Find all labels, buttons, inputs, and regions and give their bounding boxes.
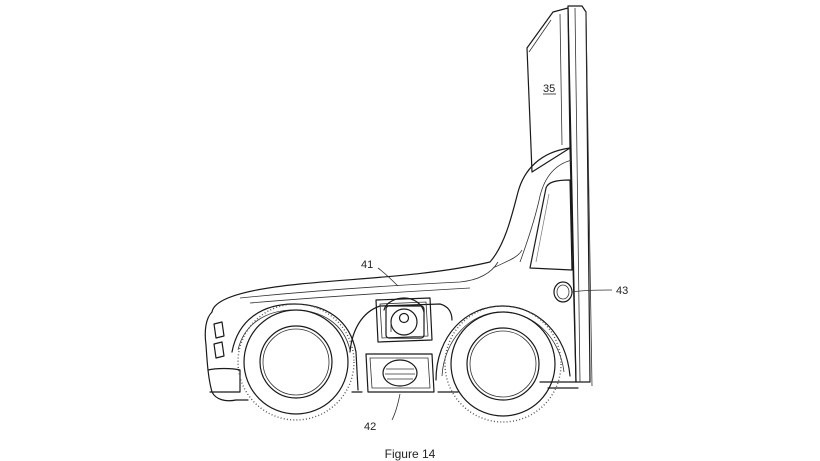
label-41: 41 [361,259,373,271]
label-43: 43 [616,285,628,297]
label-42: 42 [364,421,376,433]
storage-door [365,353,435,393]
label-35: 35 [543,83,555,95]
front-wheel [237,303,355,421]
leader-41 [377,267,399,287]
rear-wheel [444,305,562,423]
hood-compartment [375,297,433,343]
figure-caption: Figure 14 [384,447,436,461]
leader-42 [391,393,401,421]
upright-panel [526,5,593,387]
vehicle-body [204,147,579,402]
side-light [553,281,573,303]
leader-43 [571,289,613,293]
